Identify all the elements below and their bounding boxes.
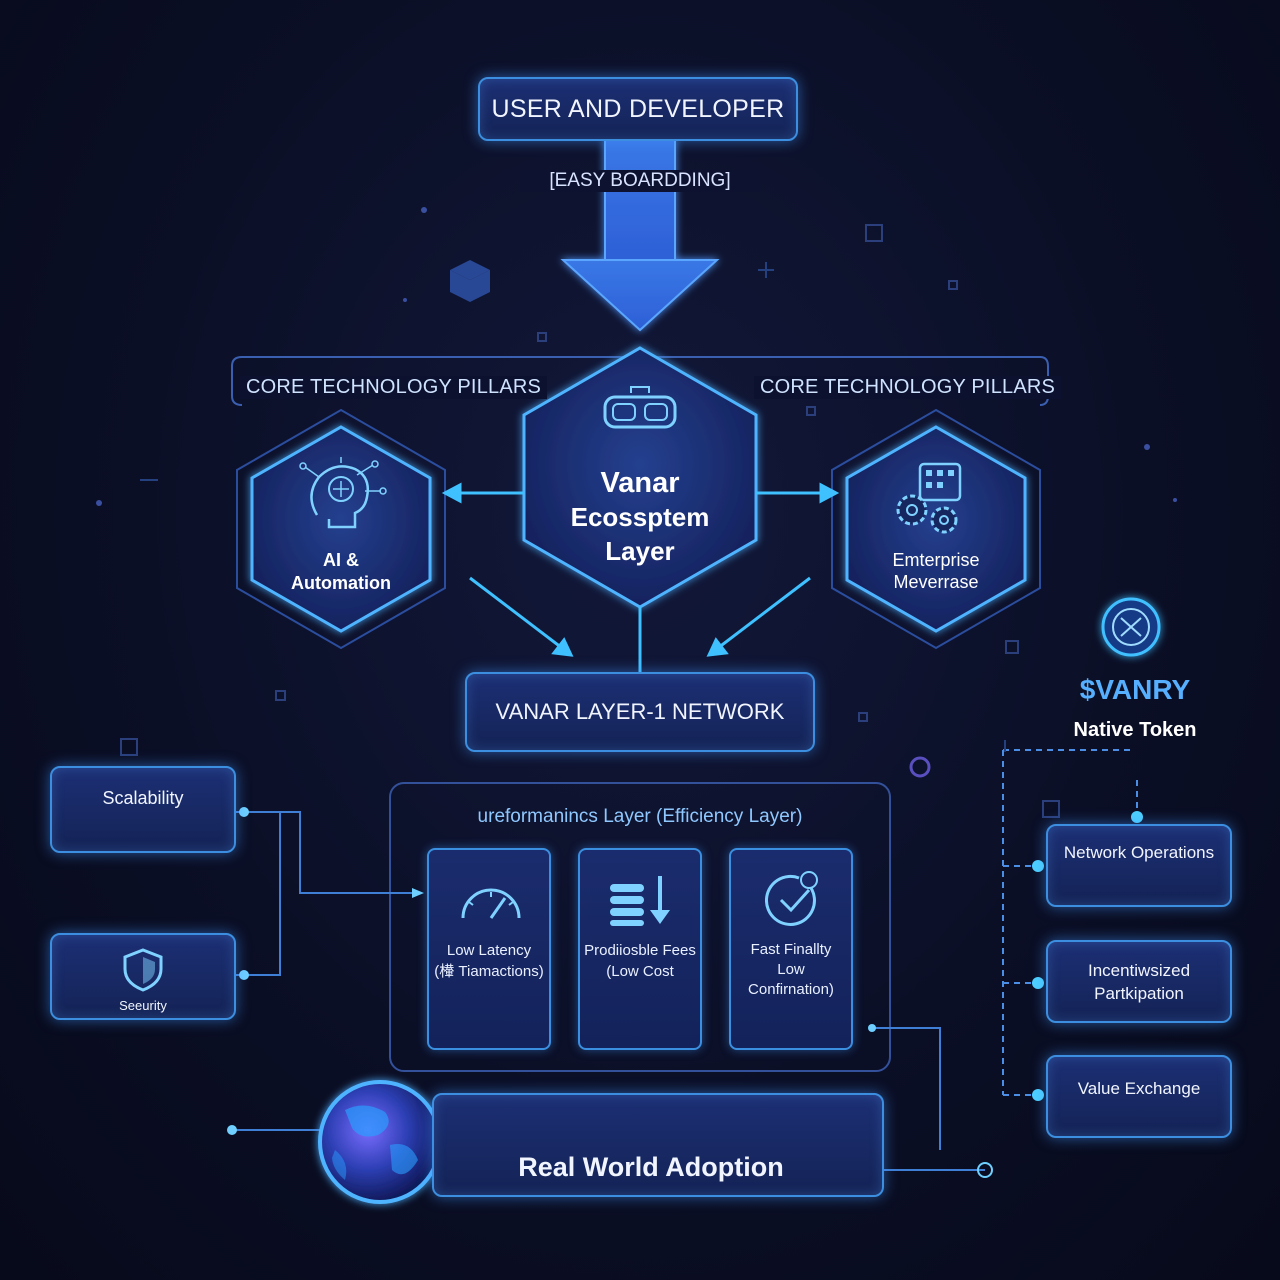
onboarding-label: [EASY BOARDDING] <box>520 170 760 192</box>
performance-card-latency: Low Latency (檋 Tiamactions) <box>427 848 551 1050</box>
center-hex-line3: Layer <box>540 534 740 568</box>
decor-square <box>806 406 816 416</box>
finality-line1: Fast Finallty <box>731 940 851 960</box>
globe-icon <box>320 1082 440 1202</box>
pillars-label-left: CORE TECHNOLOGY PILLARS <box>240 376 547 399</box>
latency-line2: (檋 Tiamactions) <box>429 961 549 982</box>
left-hex-line2: Automation <box>271 572 411 595</box>
ai-brain-icon <box>297 455 387 533</box>
scalability-label: Scalability <box>102 788 183 809</box>
token-symbol: $VANRY <box>1040 674 1230 706</box>
decor-square <box>948 280 958 290</box>
latency-line1: Low Latency <box>429 940 549 961</box>
fees-line1: Prodiiosble Fees <box>580 940 700 961</box>
left-hex-label: AI & Automation <box>271 549 411 595</box>
right-hex-line1: Emterprise <box>866 549 1006 571</box>
center-hex-line1: Vanar <box>540 466 740 500</box>
down-arrow <box>563 140 717 330</box>
decor-square <box>865 224 883 242</box>
decor-square <box>1005 640 1019 654</box>
decor-square <box>120 738 138 756</box>
network-operations-label: Network Operations <box>1064 843 1214 863</box>
decor-square <box>537 332 547 342</box>
performance-layer-title: ureformanincs Layer (Efficiency Layer) <box>400 806 880 828</box>
left-hex-line1: AI & <box>271 549 411 572</box>
security-box: Seeurity <box>50 933 236 1020</box>
layer1-network-box: VANAR LAYER-1 NETWORK <box>465 672 815 752</box>
coins-icon <box>608 872 674 932</box>
layer1-network-label: VANAR LAYER-1 NETWORK <box>496 699 785 725</box>
vr-headset-icon <box>601 385 679 435</box>
value-exchange-label: Value Exchange <box>1078 1079 1201 1099</box>
token-item-network-operations: Network Operations <box>1046 824 1232 907</box>
real-world-adoption-box: Real World Adoption <box>432 1093 884 1197</box>
performance-card-finality: Fast Finallty Low Confirnation) <box>729 848 853 1050</box>
token-coin-icon <box>1103 599 1159 655</box>
center-hex-line2: Ecossptem <box>540 500 740 534</box>
finality-line3: Confirnation) <box>731 980 851 1000</box>
fees-line2: (Low Cost <box>580 961 700 982</box>
right-hex-label: Emterprise Meverrase <box>866 549 1006 593</box>
security-label: Seeurity <box>119 998 167 1013</box>
checkmark-icon <box>765 870 825 930</box>
finality-line2: Low <box>731 960 851 980</box>
token-label: Native Token <box>1040 719 1230 742</box>
user-developer-label: USER AND DEVELOPER <box>492 95 785 124</box>
decor-square <box>1042 800 1060 818</box>
center-hex-label: Vanar Ecossptem Layer <box>540 466 740 568</box>
participation-label: Incentiwsized Partkipation <box>1068 959 1210 1005</box>
shield-icon <box>121 947 165 998</box>
user-developer-box: USER AND DEVELOPER <box>478 77 798 141</box>
token-item-value-exchange: Value Exchange <box>1046 1055 1232 1138</box>
performance-card-fees: Prodiiosble Fees (Low Cost <box>578 848 702 1050</box>
scalability-box: Scalability <box>50 766 236 853</box>
token-item-participation: Incentiwsized Partkipation <box>1046 940 1232 1023</box>
decor-square <box>275 690 286 701</box>
right-hex-line2: Meverrase <box>866 571 1006 593</box>
pillars-label-right: CORE TECHNOLOGY PILLARS <box>754 376 1061 399</box>
adoption-label: Real World Adoption <box>518 1152 783 1183</box>
speedometer-icon <box>459 878 523 926</box>
decor-square <box>858 712 868 722</box>
gears-icon <box>890 460 980 538</box>
